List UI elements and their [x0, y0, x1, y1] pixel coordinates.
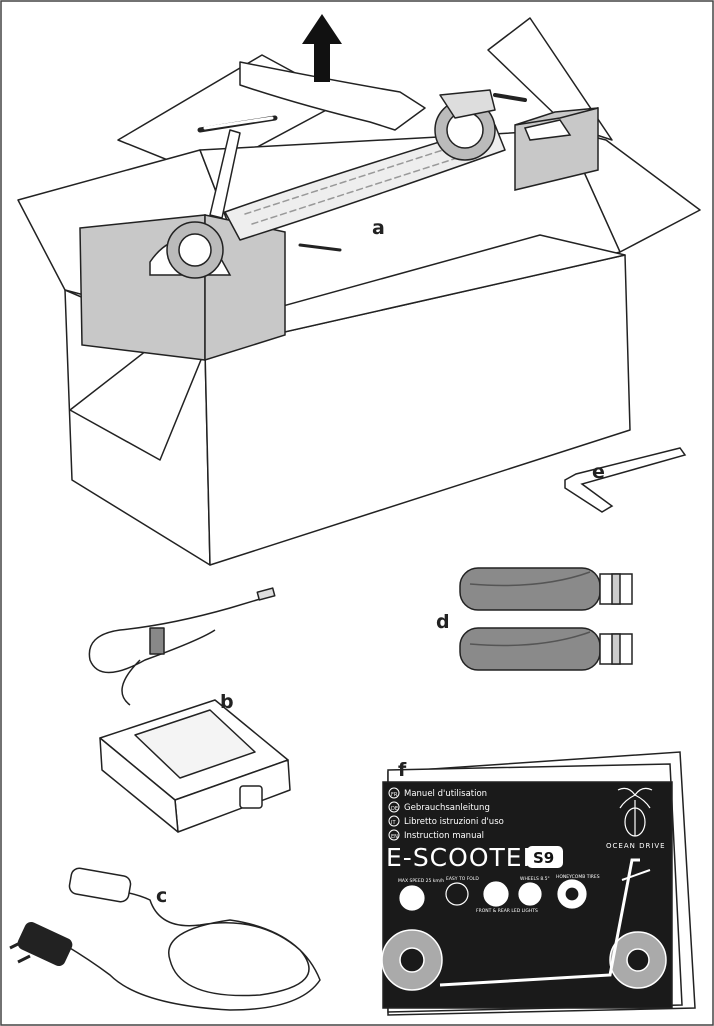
manual-feature-icons — [399, 879, 587, 911]
manual-lang-en: Instruction manual — [404, 831, 484, 841]
grip-top — [459, 567, 633, 611]
lights-icon — [483, 881, 509, 907]
svg-text:FR: FR — [391, 792, 398, 798]
scooter-deck — [224, 124, 506, 241]
svg-text:FRONT & REAR LED LIGHTS: FRONT & REAR LED LIGHTS — [476, 908, 538, 914]
manual-lang-it: Libretto istruzioni d'uso — [404, 817, 504, 827]
scooter-stem — [209, 129, 241, 219]
hand-arm — [239, 61, 426, 131]
manual-lang-fr: Manuel d'utilisation — [404, 789, 487, 799]
label-c: c — [156, 885, 167, 907]
lift-arrow-icon — [302, 14, 342, 82]
label-b: b — [220, 691, 234, 713]
foam-right — [514, 107, 599, 191]
charger-cable — [88, 595, 271, 706]
grip-bottom — [459, 627, 633, 671]
allen-key — [564, 447, 687, 513]
manual-languages: FR Manuel d'utilisation DE Gebrauchsanle… — [388, 787, 504, 841]
handlebar-grips — [459, 567, 633, 671]
svg-text:IT: IT — [391, 820, 396, 826]
label-a: a — [372, 217, 385, 239]
svg-text:EN: EN — [391, 834, 398, 840]
label-e: e — [592, 461, 605, 483]
svg-text:EASY TO FOLD: EASY TO FOLD — [446, 876, 479, 882]
palm-logo-icon — [617, 787, 653, 837]
instruction-manual: FR Manuel d'utilisation DE Gebrauchsanle… — [381, 751, 696, 1016]
manual-title: E-SCOOTER — [386, 843, 541, 872]
wheel-icon — [518, 882, 542, 906]
label-f: f — [398, 759, 407, 781]
manual-model: S9 — [533, 849, 554, 867]
svg-text:HONEYCOMB TIRES: HONEYCOMB TIRES — [556, 874, 600, 880]
svg-text:WHEELS 8.5": WHEELS 8.5" — [520, 876, 550, 882]
manual-scooter-image — [381, 858, 667, 991]
charger-brick-side — [99, 737, 179, 833]
power-cord — [9, 867, 321, 1011]
scooter — [166, 61, 527, 279]
fold-icon — [445, 882, 469, 906]
manual-model-badge — [527, 846, 563, 868]
svg-text:DE: DE — [391, 806, 398, 812]
svg-text:MAX SPEED 25 km/h: MAX SPEED 25 km/h — [398, 878, 444, 884]
manual-brand: OCEAN DRIVE — [606, 842, 666, 850]
manual-lang-de: Gebrauchsanleitung — [404, 803, 490, 813]
speed-icon — [399, 885, 425, 911]
label-d: d — [436, 611, 450, 633]
charger — [88, 587, 291, 833]
